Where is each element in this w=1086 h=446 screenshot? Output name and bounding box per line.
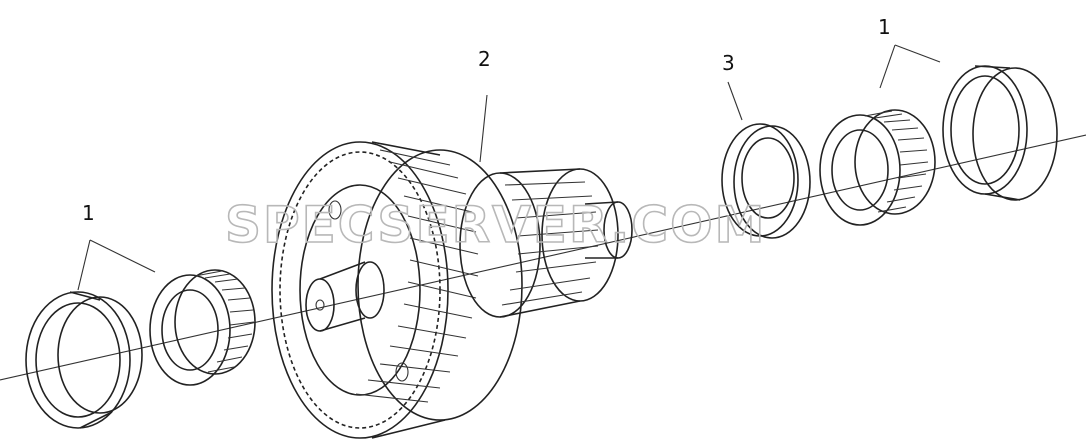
callout-2: 2: [478, 47, 491, 71]
right-bearing-cone: [819, 109, 936, 226]
callout-1-right: 1: [878, 15, 891, 39]
right-bearing-cup: [942, 65, 1058, 201]
axis-line: [0, 134, 1086, 381]
callout-1-left: 1: [82, 201, 95, 225]
left-bearing-cup: [25, 291, 143, 429]
callout-3: 3: [722, 51, 735, 75]
gear-shaft-assembly: [271, 141, 633, 439]
watermark: SPECSERVER.COM: [225, 196, 766, 254]
left-bearing-cone: [149, 269, 256, 386]
spacer-ring: [721, 123, 811, 239]
leader-lines: [77, 44, 941, 291]
